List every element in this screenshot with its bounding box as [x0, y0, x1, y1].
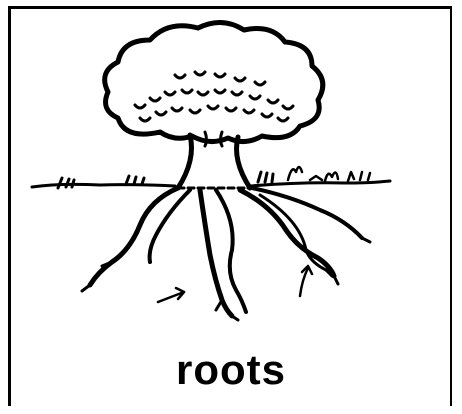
caption-label: roots	[0, 345, 462, 395]
